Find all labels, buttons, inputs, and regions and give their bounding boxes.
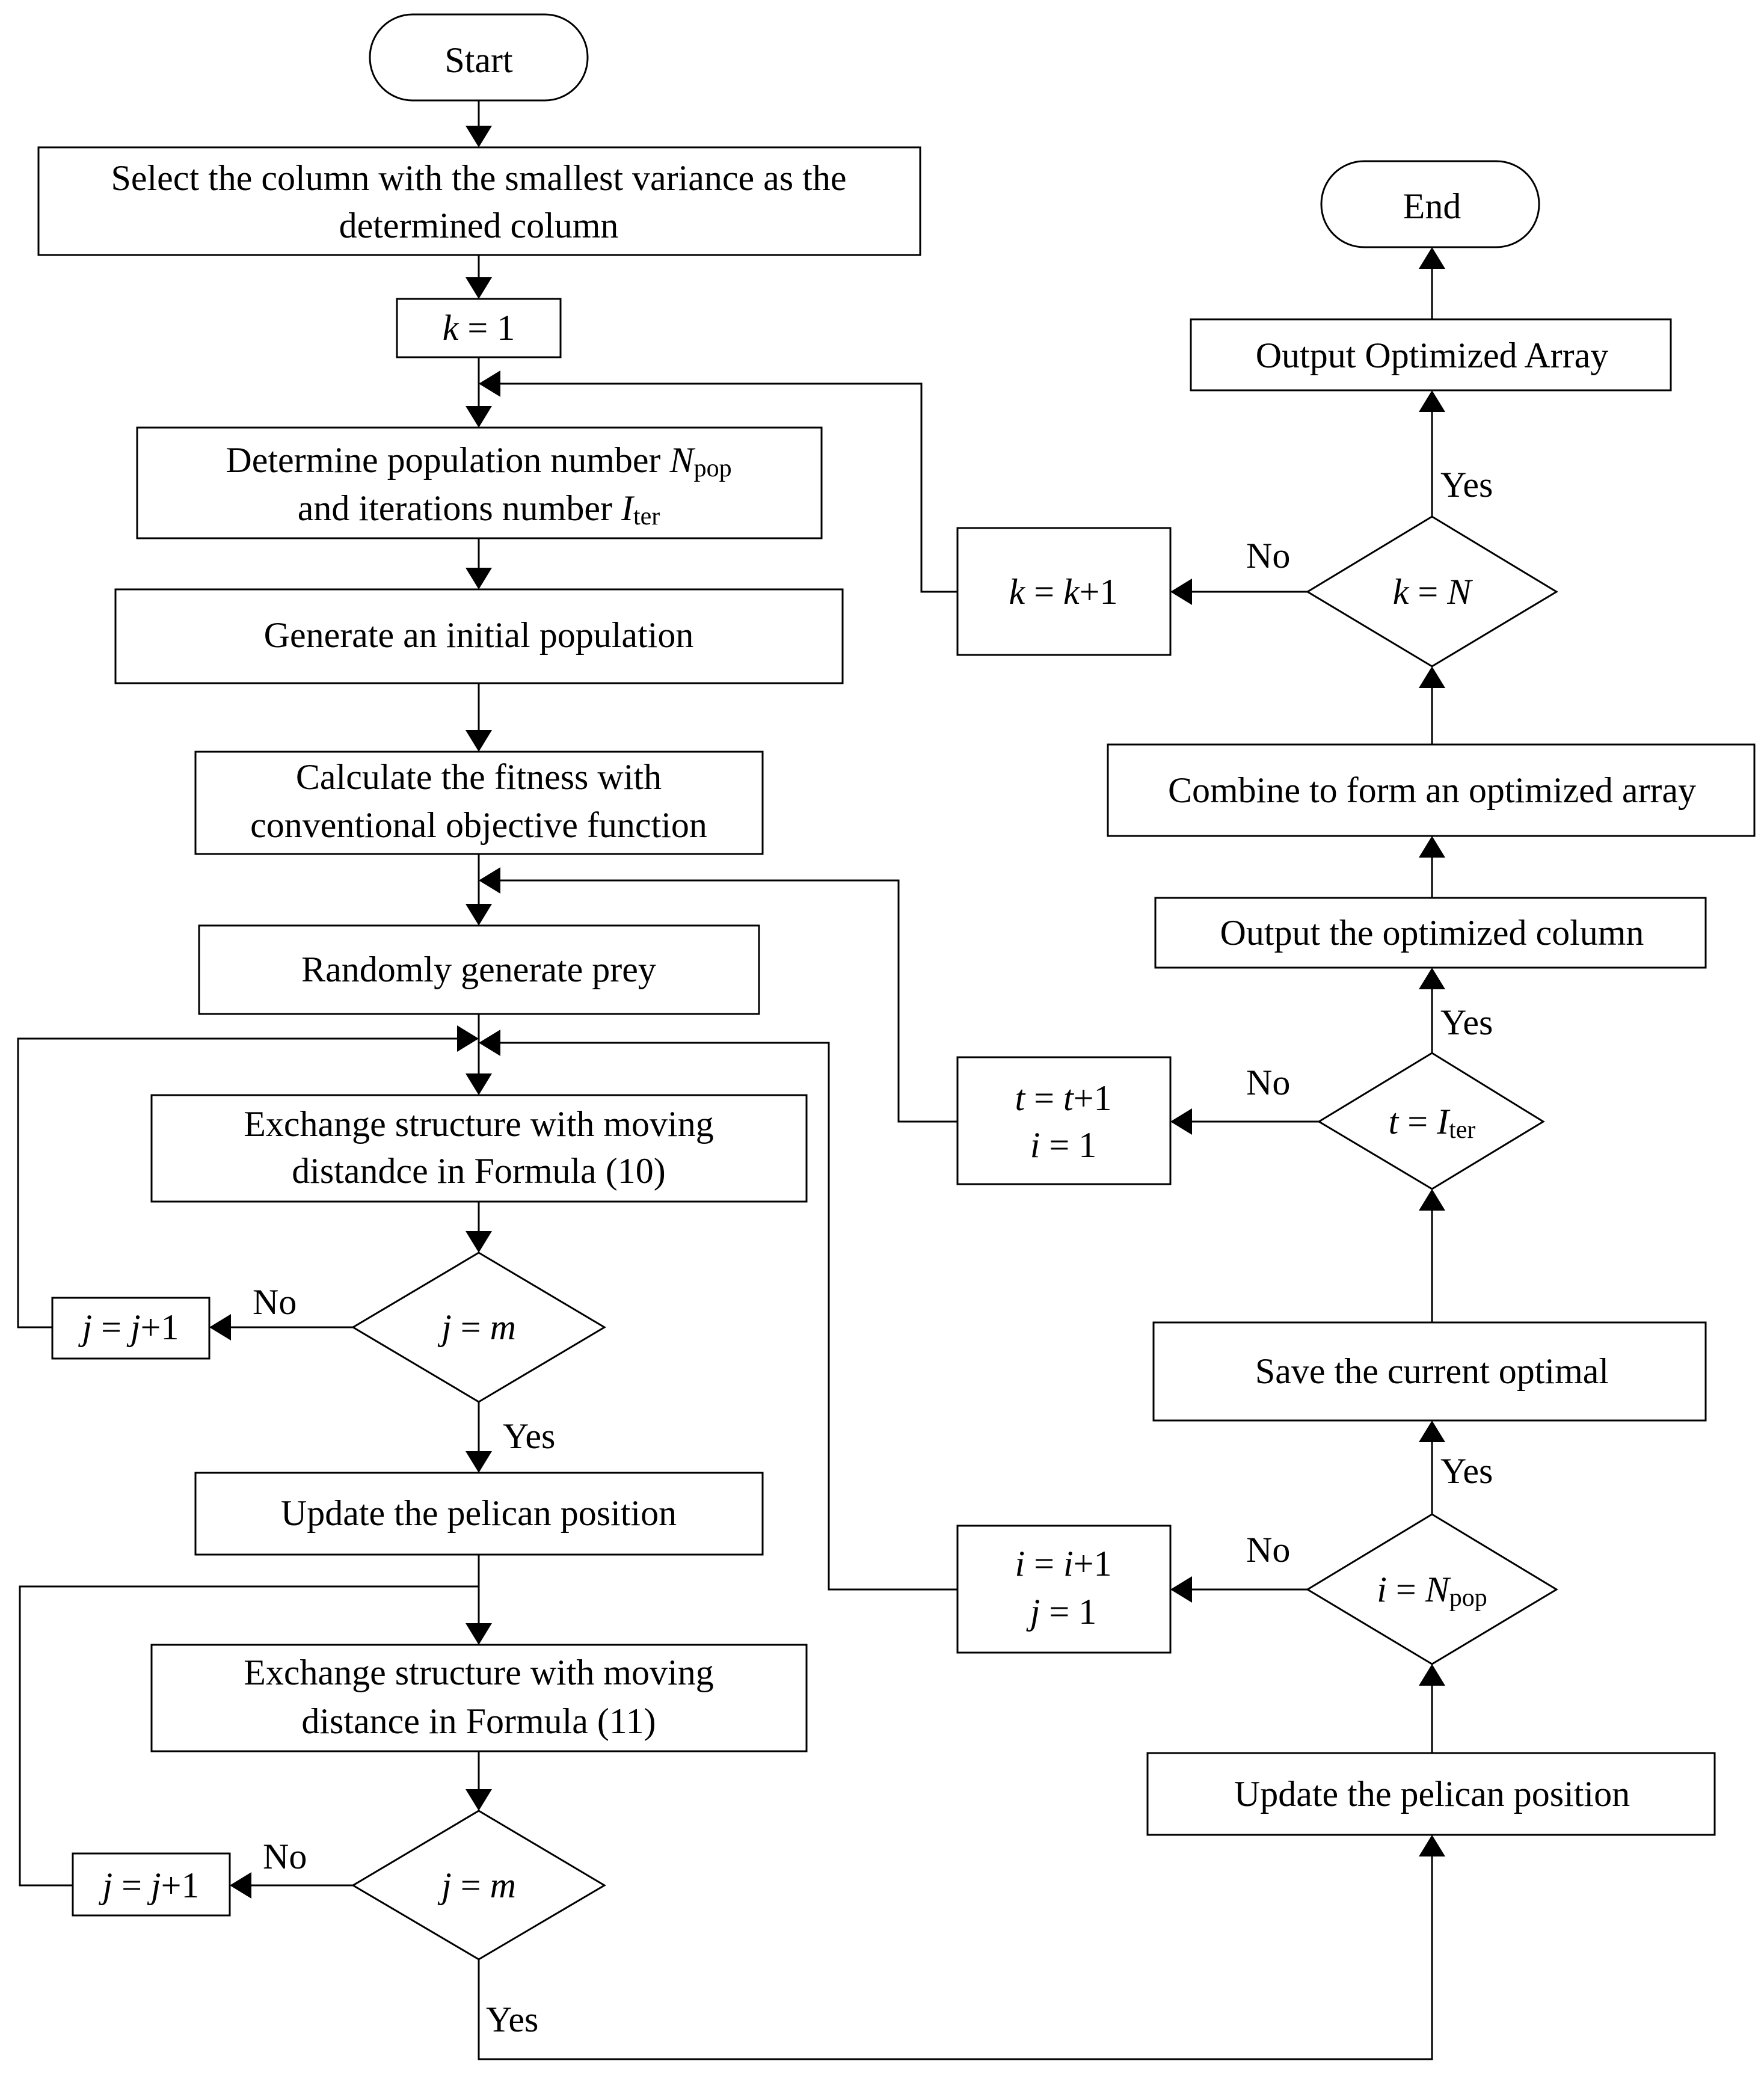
determine-line2: and iterations number Iter [298,488,660,530]
output-column-box [1154,897,1707,969]
no-label-i-Npop: No [1246,1530,1290,1570]
end-terminator [1320,160,1540,248]
inc-k-box [956,527,1172,656]
update1-box [194,1472,764,1556]
combine-box [1107,743,1756,837]
k-init-label: k = 1 [443,308,515,348]
exchange11-line2: distance in Formula (11) [301,1701,656,1741]
exchange10-line2: distandce in Formula (10) [292,1151,666,1191]
yes-label-t-Iter: Yes [1440,1003,1493,1042]
select-column-line1: Select the column with the smallest vari… [111,158,847,198]
prey-label: Randomly generate prey [301,950,656,989]
no-label-t-Iter: No [1246,1063,1290,1102]
yes-label-k-N: Yes [1440,465,1493,505]
end-label: End [1403,186,1461,226]
calc-fitness-line1: Calculate the fitness with [296,757,662,797]
save-box [1152,1321,1707,1422]
cond-k-N-label: k = N [1393,572,1473,612]
update2-box [1146,1752,1716,1836]
update2-label: Update the pelican position [1234,1774,1630,1814]
combine-label: Combine to form an optimized array [1168,770,1696,810]
no-label-k-N: No [1246,536,1290,576]
generate-label: Generate an initial population [264,615,694,655]
inc-j-1-label: j = j+1 [78,1307,179,1347]
inc-i-line1: i = i+1 [1015,1544,1111,1583]
no-label-j-m-1: No [253,1282,297,1322]
calc-fitness-line2: conventional objective function [250,805,707,845]
inc-t-box [956,1056,1172,1185]
determine-line1: Determine population number Npop [226,440,731,482]
inc-j-2-box [72,1852,231,1917]
output-column-label: Output the optimized column [1220,913,1644,953]
select-column-box [37,146,921,256]
inc-i-line2: j = 1 [1026,1592,1097,1632]
generate-box [114,588,844,684]
select-column-line2: determined column [339,206,619,245]
cond-j-m-2-label: j = m [437,1866,516,1905]
inc-j-2-label: j = j+1 [98,1866,199,1905]
inc-j-1-box [51,1297,211,1360]
yes-label-j-m-1: Yes [503,1416,555,1456]
save-label: Save the current optimal [1255,1351,1609,1391]
exchange11-line1: Exchange structure with moving [244,1653,713,1692]
start-label: Start [444,40,513,80]
cond-i-Npop-label: i = Npop [1377,1570,1487,1612]
inc-i-box [956,1525,1172,1654]
cond-j-m-1-label: j = m [437,1307,516,1347]
exchange10-line1: Exchange structure with moving [244,1104,713,1144]
output-array-box [1190,318,1672,392]
cond-t-Iter-label: t = Iter [1389,1102,1476,1144]
no-label-j-m-2: No [263,1837,307,1876]
update1-label: Update the pelican position [281,1493,677,1533]
yes-label-j-m-2: Yes [486,2000,538,2039]
inc-k-label: k = k+1 [1009,572,1118,612]
arrow-heads [209,126,1445,1899]
output-array-label: Output Optimized Array [1256,336,1609,375]
determine-box [136,426,823,539]
connectors [17,100,1433,2060]
inc-t-line2: i = 1 [1030,1125,1097,1165]
yes-label-i-Npop: Yes [1440,1451,1493,1491]
inc-t-line1: t = t+1 [1015,1078,1111,1118]
exchange11-box [150,1644,808,1752]
exchange10-box [150,1094,808,1203]
